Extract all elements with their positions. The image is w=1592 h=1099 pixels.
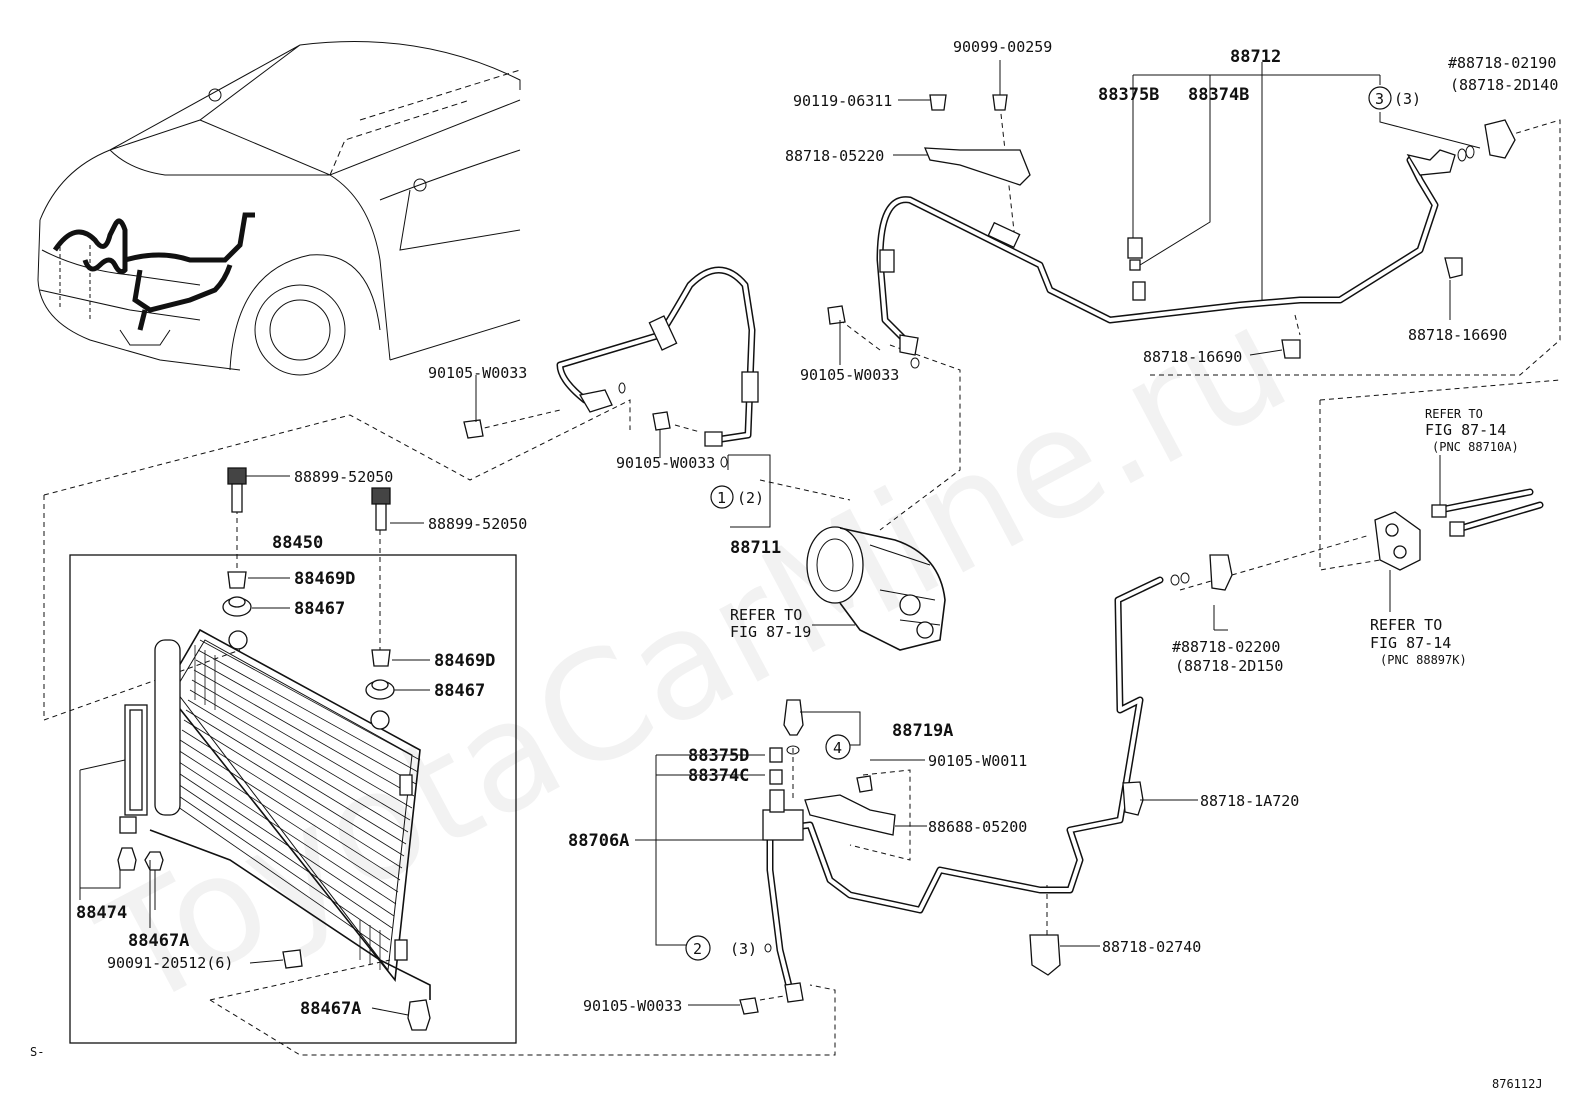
label-90105-W0011: 90105-W0011 [928,752,1027,770]
label-90105-W0033-b: 90105-W0033 [800,366,899,384]
label-88469D-a: 88469D [294,569,355,589]
label-88718-05220: 88718-05220 [785,147,884,165]
label-88712: 88712 [1230,47,1281,67]
label-88474: 88474 [76,903,127,923]
label-callout-3-qty: (3) [1394,90,1421,108]
label-88467A-a: 88467A [128,931,189,951]
label-88375D: 88375D [688,746,749,766]
label-callout-1-qty: (2) [737,489,764,507]
label-90099-00259: 90099-00259 [953,38,1052,56]
label-callout-2-qty: (3) [730,940,757,958]
label-88718-02190: #88718-02190 [1448,54,1556,72]
car-illustration [37,41,521,376]
label-88718-2D140: (88718-2D140 [1450,76,1558,94]
label-88718-1A720: 88718-1A720 [1200,792,1299,810]
label-refer-87-19-line1: REFER TO [730,606,802,624]
label-88467-b: 88467 [434,681,485,701]
callout-1: 1 [710,485,734,509]
suction-hose [827,94,1516,369]
label-88467A-b: 88467A [300,999,361,1019]
part-labels: 90099-00259 88712 #88718-02190 (88718-2D… [30,38,1558,1091]
label-88899-52050-b: 88899-52050 [428,515,527,533]
label-90105-W0033-d: 90105-W0033 [583,997,682,1015]
label-88899-52050-a: 88899-52050 [294,468,393,486]
watermark-text: ToyotaCarMine.ru [74,273,1314,1042]
callout-3-text: 3 [1375,90,1384,108]
label-90091-20512: 90091-20512(6) [107,954,233,972]
label-refer-87-14-top-line2: FIG 87-14 [1425,421,1506,439]
label-refer-87-19-line2: FIG 87-19 [730,623,811,641]
footer-figure-code: 876112J [1492,1077,1543,1091]
callout-1-text: 1 [717,489,726,507]
label-88467-a: 88467 [294,599,345,619]
label-88375B: 88375B [1098,85,1159,105]
label-refer-87-14-top-line1: REFER TO [1425,407,1483,421]
label-88719A: 88719A [892,721,953,741]
compressor-illustration [806,526,946,651]
label-88718-16690-right: 88718-16690 [1408,326,1507,344]
callout-2-text: 2 [693,940,702,958]
callout-4-text: 4 [833,739,842,757]
label-refer-87-14-bot-line1: REFER TO [1370,616,1442,634]
evaporator-connection [1374,488,1544,571]
label-88718-02200: #88718-02200 [1172,638,1280,656]
callout-3: 3 [1368,86,1392,110]
label-88718-16690-mid: 88718-16690 [1143,348,1242,366]
label-88706A: 88706A [568,831,629,851]
label-88374B: 88374B [1188,85,1249,105]
discharge-hose [463,266,759,468]
condenser-illustration [117,628,431,1000]
liquid-line [739,554,1233,1015]
label-90105-W0033-c: 90105-W0033 [616,454,715,472]
callout-2: 2 [685,935,711,961]
leader-lines [79,60,1481,1016]
label-refer-87-14-top-line3: (PNC 88710A) [1432,440,1519,454]
label-88711: 88711 [730,538,781,558]
label-90105-W0033-a: 90105-W0033 [428,364,527,382]
condenser-group-box [69,554,517,1044]
label-90119-06311: 90119-06311 [793,92,892,110]
label-88718-2D150: (88718-2D150 [1175,657,1283,675]
label-refer-87-14-bot-line2: FIG 87-14 [1370,634,1451,652]
label-refer-87-14-bot-line3: (PNC 88897K) [1380,653,1467,667]
label-88374C: 88374C [688,766,749,786]
callout-4: 4 [825,734,851,760]
label-88718-02740: 88718-02740 [1102,938,1201,956]
footer-left: S- [30,1045,44,1059]
label-88688-05200: 88688-05200 [928,818,1027,836]
label-88469D-b: 88469D [434,651,495,671]
label-88450: 88450 [272,533,323,553]
